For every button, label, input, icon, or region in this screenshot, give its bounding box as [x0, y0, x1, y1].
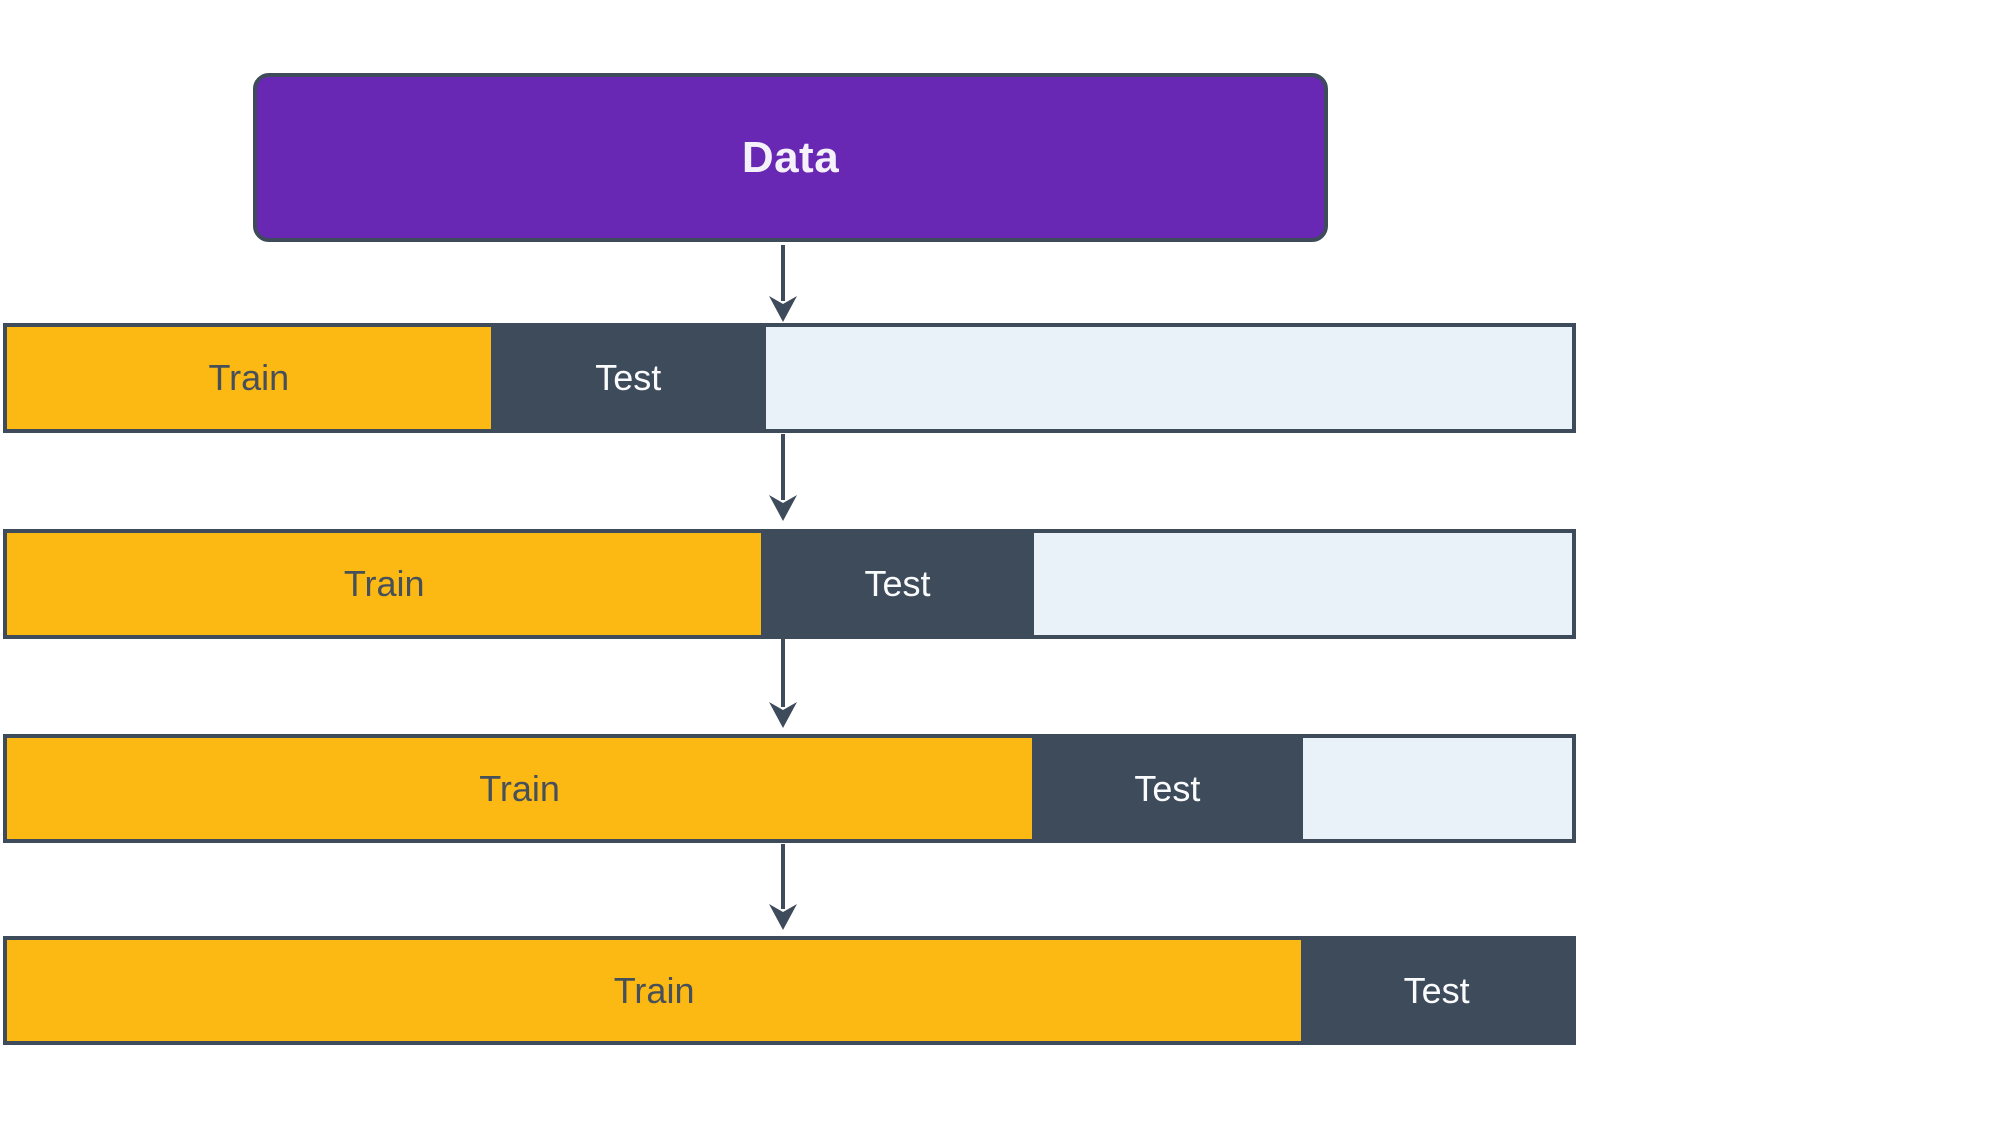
arrow-head-icon — [769, 904, 797, 930]
cv-fold-row-2: Train Test — [3, 529, 1576, 639]
train-label: Train — [343, 563, 425, 604]
test-label: Test — [595, 357, 662, 398]
unused-segment — [1302, 738, 1572, 839]
data-node: Data — [253, 73, 1328, 242]
unused-segment — [1033, 533, 1572, 635]
test-label: Test — [1403, 969, 1470, 1011]
test-label: Test — [864, 563, 931, 604]
arrow-shaft — [781, 844, 785, 909]
test-segment: Test — [761, 533, 1034, 635]
arrow-head-icon — [769, 495, 797, 521]
arrow-shaft — [781, 638, 785, 707]
arrow-down-icon — [768, 844, 798, 931]
train-label: Train — [479, 767, 560, 809]
cv-fold-row-1: Train Test — [3, 323, 1576, 433]
data-node-label: Data — [741, 132, 840, 182]
train-label: Train — [613, 969, 695, 1011]
test-segment: Test — [1032, 738, 1303, 839]
test-segment: Test — [490, 327, 767, 429]
train-segment: Train — [7, 533, 762, 635]
arrow-down-icon — [768, 245, 798, 323]
train-segment: Train — [7, 940, 1302, 1041]
train-label: Train — [208, 357, 290, 398]
train-segment: Train — [7, 327, 491, 429]
arrow-shaft — [781, 245, 785, 301]
unused-segment — [766, 327, 1572, 429]
test-segment: Test — [1301, 940, 1572, 1041]
cv-fold-row-3: Train Test — [3, 734, 1576, 843]
arrow-down-icon — [768, 434, 798, 522]
arrow-down-icon — [768, 638, 798, 729]
arrow-shaft — [781, 434, 785, 500]
arrow-head-icon — [769, 296, 797, 322]
train-segment: Train — [7, 738, 1033, 839]
cv-fold-row-4: Train Test — [3, 936, 1576, 1045]
test-label: Test — [1134, 767, 1201, 809]
arrow-head-icon — [769, 702, 797, 728]
